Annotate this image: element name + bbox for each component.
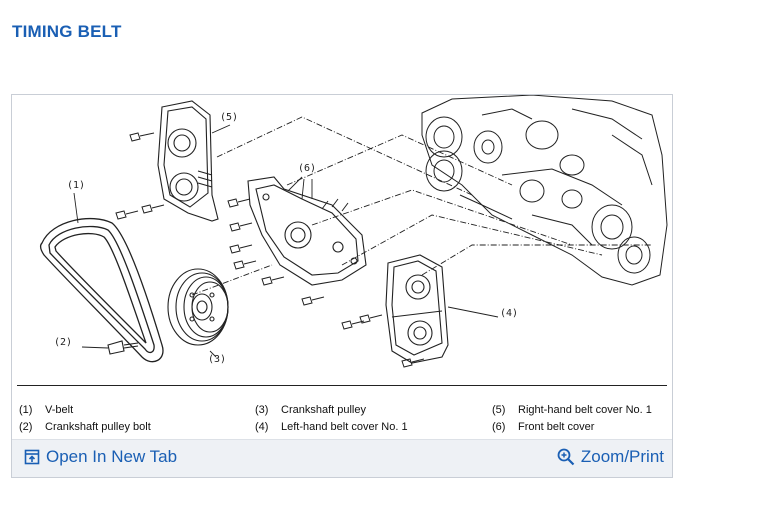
callout-3: (3) — [208, 354, 227, 365]
diagram-legend: (1) V-belt (2) Crankshaft pulley bolt (3) C… — [17, 400, 667, 440]
open-in-new-tab-label: Open In New Tab — [46, 447, 178, 466]
callout-6: (6) — [298, 163, 317, 174]
legend-number: (3) — [255, 404, 269, 416]
crankshaft-pulley-bolt — [107, 340, 139, 355]
legend-label: Crankshaft pulley — [281, 404, 366, 416]
legend-label: V-belt — [45, 404, 74, 416]
legend-label: Left-hand belt cover No. 1 — [281, 421, 408, 433]
image-toolbar: Open In New Tab Zoom/Print — [12, 439, 672, 477]
legend-item: (5) Right-hand belt cover No. 1 — [492, 404, 652, 416]
image-viewer: (1) (2) (3) (4) (5) (6) (1) V-belt (2) Cra… — [11, 94, 673, 478]
legend-number: (1) — [19, 404, 33, 416]
callout-4: (4) — [500, 308, 519, 319]
legend-item: (4) Left-hand belt cover No. 1 — [255, 421, 408, 433]
open-in-new-tab-button[interactable]: Open In New Tab — [24, 447, 177, 467]
legend-item: (6) Front belt cover — [492, 421, 594, 433]
legend-item: (1) V-belt — [19, 404, 73, 416]
zoom-print-label: Zoom/Print — [580, 447, 664, 466]
open-external-icon — [24, 449, 40, 465]
legend-number: (4) — [255, 421, 269, 433]
exploded-diagram: (1) (2) (3) (4) (5) (6) (1) V-belt (2) Cra… — [12, 95, 672, 440]
v-belt — [40, 217, 164, 363]
crankshaft-pulley — [167, 268, 229, 346]
callout-2: (2) — [54, 337, 73, 348]
front-belt-cover — [247, 176, 367, 286]
diagram-artwork — [40, 95, 668, 368]
legend-item: (3) Crankshaft pulley — [255, 404, 366, 416]
callout-5: (5) — [220, 112, 239, 123]
magnifier-plus-icon — [557, 448, 575, 466]
callout-1: (1) — [67, 180, 86, 191]
legend-number: (5) — [492, 404, 506, 416]
legend-label: Right-hand belt cover No. 1 — [518, 404, 652, 416]
cover-bolts — [115, 132, 425, 368]
left-hand-belt-cover — [385, 254, 449, 364]
legend-label: Crankshaft pulley bolt — [45, 421, 151, 433]
legend-item: (2) Crankshaft pulley bolt — [19, 421, 151, 433]
page-title: TIMING BELT — [12, 22, 122, 41]
engine-block — [421, 95, 668, 286]
legend-number: (2) — [19, 421, 33, 433]
legend-number: (6) — [492, 421, 506, 433]
legend-divider — [17, 385, 667, 386]
legend-label: Front belt cover — [518, 421, 595, 433]
right-hand-belt-cover — [157, 100, 219, 222]
zoom-print-button[interactable]: Zoom/Print — [557, 447, 664, 467]
